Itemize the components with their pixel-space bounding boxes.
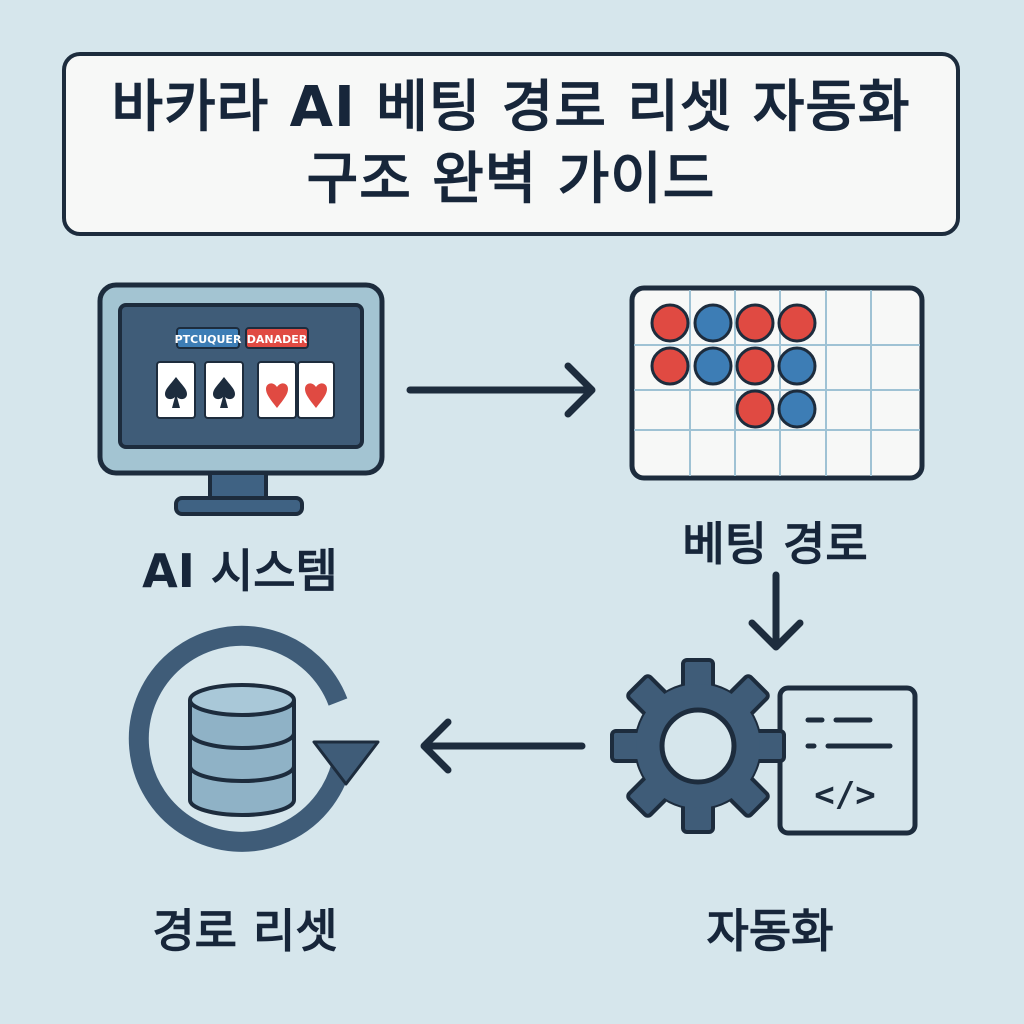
bead-banker (650, 346, 690, 386)
player-tag-text: PTCUQUER (175, 333, 242, 346)
bead-banker (735, 389, 775, 429)
page-title: 바카라 AI 베팅 경로 리셋 자동화 구조 완벽 가이드 (111, 75, 911, 212)
code-panel-icon: </> (777, 685, 918, 836)
player-tag (176, 327, 240, 349)
ai-system-label: AI 시스템 (142, 544, 338, 598)
bead-road-grid-icon (629, 285, 925, 481)
bead-banker (735, 303, 775, 343)
arrow-right-icon (406, 362, 596, 418)
arrow-down-icon (748, 571, 804, 651)
gear-icon (610, 658, 786, 834)
bead-player (693, 346, 733, 386)
code-symbol: </> (814, 775, 875, 815)
bead-banker (735, 346, 775, 386)
card-spade-1 (156, 361, 196, 419)
card-heart-1 (257, 361, 297, 419)
bead-player (777, 389, 817, 429)
arrow-left-icon (420, 718, 586, 774)
card-heart-2 (297, 361, 335, 419)
automation-label: 자동화 (706, 904, 834, 958)
card-spade-2 (204, 361, 244, 419)
banker-tag (245, 327, 309, 349)
bead-banker (777, 303, 817, 343)
betting-path-label: 베팅 경로 (682, 517, 868, 571)
banker-tag-text: DANADER (247, 333, 308, 346)
database-icon (188, 683, 296, 817)
reset-cycle-icon (128, 625, 380, 852)
bead-player (777, 346, 817, 386)
monitor-icon: PTCUQUER DANADER (97, 282, 385, 516)
bead-banker (650, 303, 690, 343)
path-reset-label: 경로 리셋 (152, 904, 338, 958)
bead-player (693, 303, 733, 343)
title-box: 바카라 AI 베팅 경로 리셋 자동화 구조 완벽 가이드 (62, 52, 960, 236)
